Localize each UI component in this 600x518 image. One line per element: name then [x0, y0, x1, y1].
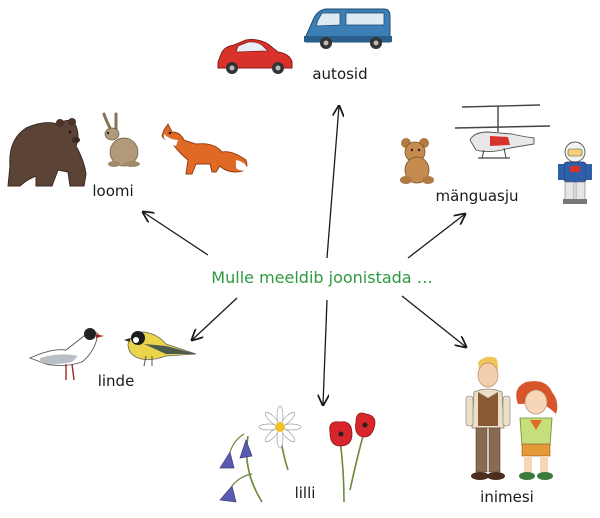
label-autosid: autosid [312, 65, 367, 83]
bear-icon [7, 118, 87, 187]
arrow-to-linde [192, 297, 238, 340]
blue-van-icon [304, 8, 392, 49]
label-lilli: lilli [295, 484, 316, 502]
topic-loomi: loomi [7, 112, 248, 200]
gull-icon [28, 328, 104, 381]
label-loomi: loomi [92, 182, 133, 200]
label-manguasju: mänguasju [435, 187, 518, 205]
topic-linde: linde [28, 328, 197, 390]
poppy-icon [329, 412, 376, 503]
fox-icon [161, 123, 248, 175]
girl-icon [516, 381, 558, 480]
arrow-to-loomi [143, 212, 209, 256]
arrow-to-lilli [323, 299, 327, 405]
toy-astronaut-figure-icon [558, 141, 592, 204]
arrow-to-inimesi [401, 295, 466, 347]
boy-icon [465, 356, 511, 480]
label-linde: linde [98, 372, 135, 390]
topic-inimesi: inimesi [465, 356, 558, 506]
label-inimesi: inimesi [480, 488, 534, 506]
red-car-icon [217, 39, 293, 74]
toy-helicopter-icon [454, 104, 551, 159]
daisy-icon [258, 405, 302, 471]
hare-icon [102, 112, 140, 167]
arrow-to-manguasju [407, 214, 465, 259]
great-tit-icon [124, 331, 197, 367]
topic-lilli: lilli [219, 405, 376, 503]
topic-manguasju: mänguasju [400, 104, 592, 205]
topic-autosid: autosid [217, 8, 392, 83]
arrow-to-autosid [326, 106, 339, 259]
center-phrase: Mulle meeldib joonistada … [211, 268, 432, 287]
bluebell-icon [219, 433, 263, 503]
teddy-bear-icon [400, 138, 434, 184]
